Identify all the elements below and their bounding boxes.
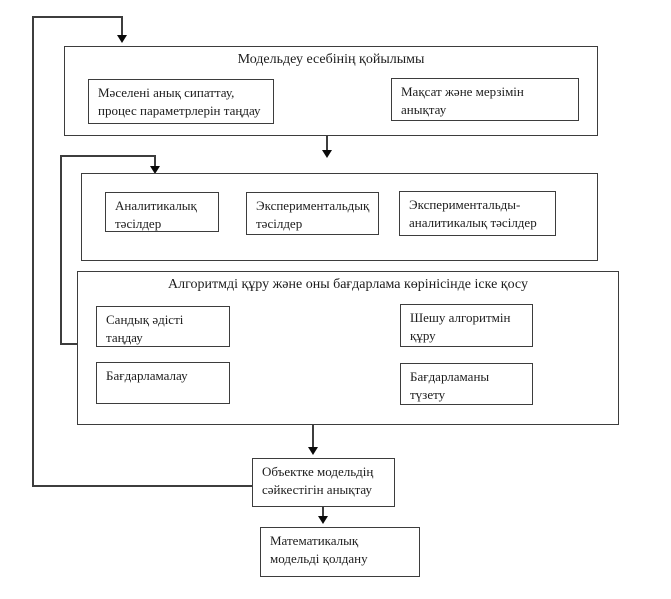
box-programming: Бағдарламалау [96,362,230,404]
section-problem-statement: Модельдеу есебінің қойылымы Мәселені аны… [64,46,598,136]
section-methods: Аналитикалық тәсілдер Экспериментальдық … [81,173,598,261]
box-describe-problem: Мәселені анық сипаттау, процес параметрл… [88,79,274,124]
inner-feedback-line-jog [60,343,78,345]
section3-to-adequacy-arrow-icon [308,447,318,455]
arrow-into-section2-icon [150,166,160,174]
inner-feedback-line-top [60,155,156,157]
box-define-goal: Мақсат және мерзімін анықтау [391,78,579,121]
section1-to-section2-arrow-icon [322,150,332,158]
adequacy-to-apply-arrow-icon [318,516,328,524]
box-model-adequacy: Объектке модельдің сәйкестігін анықтау [252,458,395,507]
outer-feedback-line-bottom [32,485,253,487]
box-solve-algorithm: Шешу алгоритмін құру [400,304,533,347]
box-debug-program: Бағдарламаны түзету [400,363,533,405]
section-algorithm-program-title: Алгоритмді құру және оны бағдарлама көрі… [168,277,528,292]
box-experimental-analytical-methods: Экспериментальды- аналитикалық тәсілдер [399,191,556,236]
section-algorithm-program: Алгоритмді құру және оны бағдарлама көрі… [77,271,619,425]
section1-to-section2-arrow-stem [326,136,328,151]
adequacy-to-apply-arrow-stem [322,506,324,517]
outer-feedback-line-top [32,16,123,18]
outer-feedback-line-vertical [32,16,34,487]
box-numeric-method: Сандық әдісті таңдау [96,306,230,347]
inner-feedback-arrow-stem [154,155,156,168]
arrow-into-section1-icon [117,35,127,43]
box-analytical-methods: Аналитикалық тәсілдер [105,192,219,232]
inner-feedback-line-vertical [60,155,62,345]
outer-feedback-arrow-stem [121,16,123,37]
box-apply-model: Математикалық модельді қолдану [260,527,420,577]
section3-to-adequacy-arrow-stem [312,424,314,448]
section-problem-statement-title: Модельдеу есебінің қойылымы [237,52,425,67]
box-experimental-methods: Экспериментальдық тәсілдер [246,192,379,235]
